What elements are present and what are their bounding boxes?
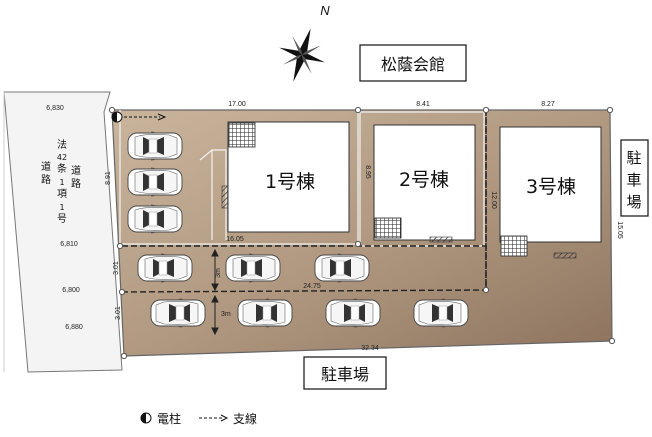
car: [325, 298, 381, 328]
building-3: [499, 126, 602, 243]
car: [237, 298, 293, 328]
svg-text:駐: 駐: [626, 149, 641, 167]
stairs-3: [500, 235, 528, 257]
svg-text:場: 場: [626, 193, 641, 211]
svg-text:法: 法: [57, 138, 67, 151]
road-width: 6,800: [62, 287, 80, 294]
porch-1: [221, 185, 229, 209]
legend: 電柱 支線: [140, 411, 257, 426]
svg-text:路: 路: [41, 173, 51, 186]
neighbor-right: 駐 車 場: [620, 139, 649, 217]
aisle-width: 3m: [215, 268, 222, 278]
road-width: 6,810: [60, 241, 78, 248]
dim-inner: 24.75: [303, 283, 321, 290]
porch-3: [553, 252, 577, 259]
road-width: 6,880: [65, 324, 83, 331]
stairs-2: [374, 217, 402, 239]
dim-left: 8.91: [105, 171, 112, 185]
car: [127, 131, 183, 161]
dim-inner: 16.05: [226, 236, 244, 243]
building-3-label: 3号棟: [526, 176, 576, 198]
svg-text:条: 条: [57, 162, 67, 175]
car: [225, 253, 281, 283]
car: [150, 298, 206, 328]
building-1-label: 1号棟: [265, 171, 315, 193]
aisle-arrows: [211, 248, 219, 336]
svg-text:道: 道: [41, 160, 51, 173]
svg-text:道: 道: [71, 164, 81, 177]
svg-text:松蔭会館: 松蔭会館: [381, 55, 445, 74]
car: [413, 298, 469, 328]
neighbor-bottom: 駐車場: [303, 356, 387, 390]
svg-text:1: 1: [59, 203, 64, 212]
svg-text:駐車場: 駐車場: [321, 365, 369, 384]
dim-left: 3.01: [115, 306, 122, 320]
svg-text:項: 項: [57, 188, 67, 200]
dim-inner: 32.34: [361, 345, 379, 352]
car: [137, 253, 193, 283]
svg-text:42: 42: [57, 153, 67, 162]
legend-guy-wire: 支線: [233, 411, 257, 426]
building-2-label: 2号棟: [399, 169, 449, 191]
svg-text:路: 路: [71, 177, 81, 190]
porch-2: [429, 236, 453, 243]
car: [127, 167, 183, 197]
stairs-1: [228, 122, 256, 148]
car: [127, 204, 183, 234]
car: [314, 253, 370, 283]
compass-icon: [279, 28, 325, 82]
dim-top: 8.41: [416, 101, 430, 108]
svg-text:車: 車: [626, 171, 641, 189]
boundary-markers: [108, 106, 616, 360]
svg-text:1: 1: [59, 178, 64, 187]
dim-left: 3.01: [113, 261, 120, 275]
dim-top: 17.00: [228, 101, 246, 108]
neighbor-top: 松蔭会館: [359, 44, 467, 82]
dim-inner: 12.00: [490, 191, 497, 209]
dim-inner: 8.95: [364, 165, 371, 179]
utility-pole-icon: [111, 111, 123, 123]
road: [3, 91, 123, 373]
road-label: 法 42 条 1 項 1 号 道 路 道 路: [41, 138, 81, 225]
compass-north: N: [320, 3, 330, 18]
guy-wire-icon: [124, 113, 167, 121]
dim-top: 8.27: [541, 101, 555, 108]
road-width: 6,830: [46, 105, 64, 112]
legend-pole: 電柱: [157, 411, 181, 426]
dim-inner: 15.05: [616, 221, 623, 239]
svg-text:号: 号: [57, 213, 67, 225]
aisle-width: 3m: [221, 311, 231, 318]
